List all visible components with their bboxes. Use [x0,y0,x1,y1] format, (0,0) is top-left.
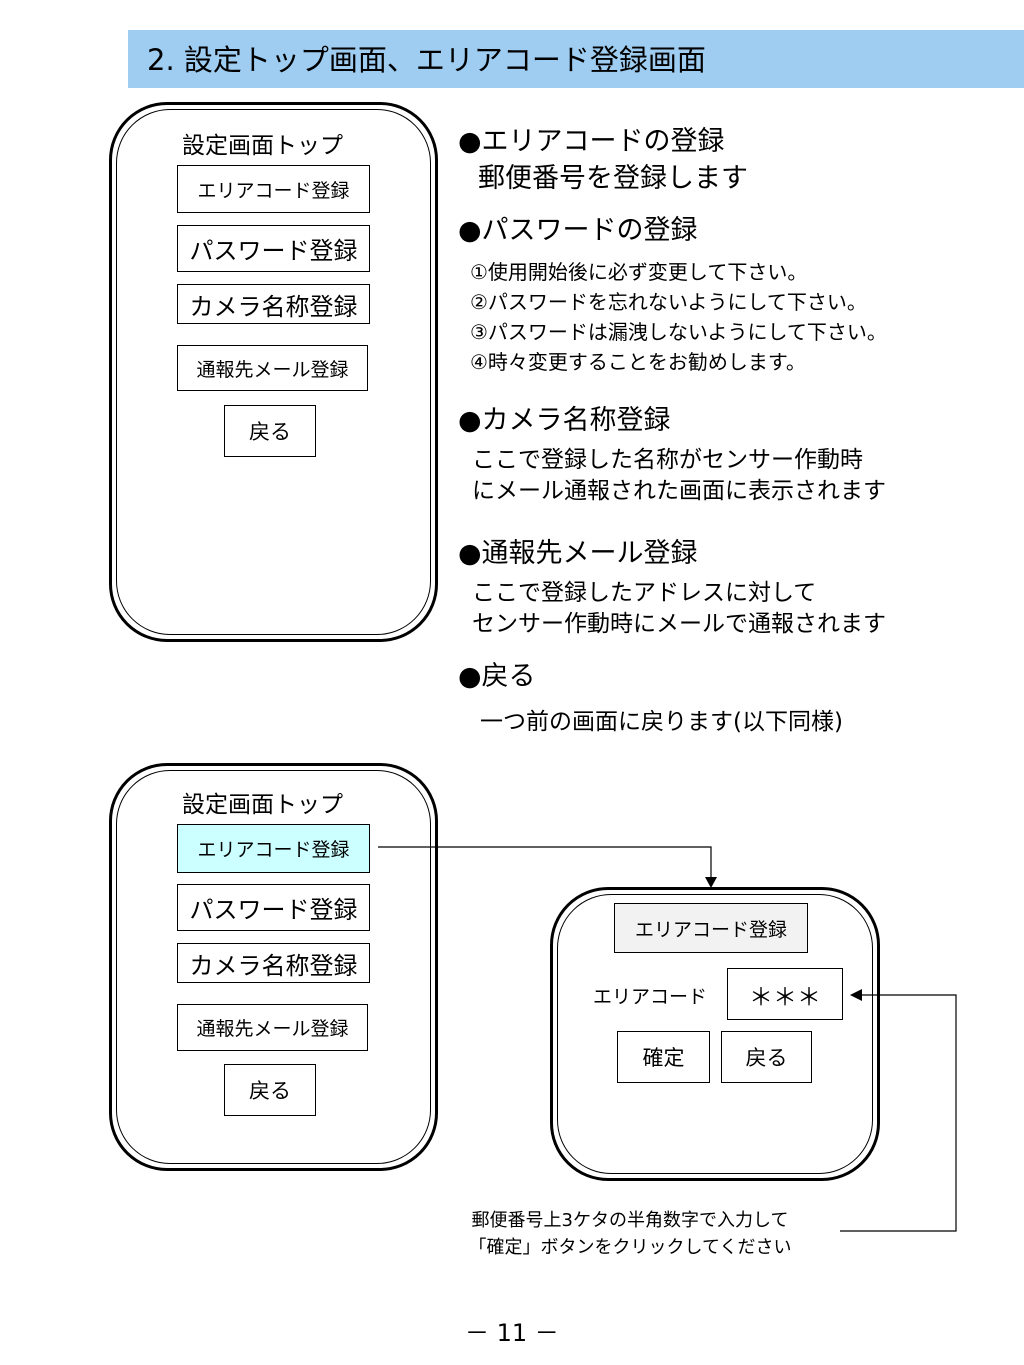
back-description: 一つ前の画面に戻ります(以下同様) [480,709,843,735]
screen-title: 設定画面トップ [182,133,343,159]
page-number: － 11 － [465,1319,559,1347]
area-code-description: 郵便番号を登録します [478,163,748,194]
instruction-note-2: 「確定」ボタンをクリックしてください [468,1237,792,1258]
password-heading: ●パスワードの登録 [458,215,698,246]
password-note-1: ①使用開始後に必ず変更して下さい。 [470,260,808,284]
back-heading: ●戻る [458,661,536,692]
confirm-button[interactable]: 確定 [617,1031,710,1083]
area-code-register-button[interactable]: エリアコード登録 [177,165,370,213]
area-code-label: エリアコード [593,986,708,1008]
back-button[interactable]: 戻る [224,1064,316,1116]
phone-mockup-area-code-register [550,887,880,1181]
arrow-from-note-to-input [840,994,957,1232]
instruction-note-1: 郵便番号上3ケタの半角数字で入力して [471,1210,789,1231]
notify-mail-register-button[interactable]: 通報先メール登録 [177,345,368,391]
camera-name-register-button[interactable]: カメラ名称登録 [177,284,370,324]
password-note-2: ②パスワードを忘れないようにして下さい。 [470,290,867,314]
area-code-heading: ●エリアコードの登録 [458,126,725,157]
notify-mail-description-2: センサー作動時にメールで通報されます [472,611,886,637]
password-note-4: ④時々変更することをお勧めします。 [470,350,806,374]
camera-name-description-2: にメール通報された画面に表示されます [472,478,886,504]
camera-name-description-1: ここで登録した名称がセンサー作動時 [472,447,863,473]
password-note-3: ③パスワードは漏洩しないようにして下さい。 [470,320,887,344]
notify-mail-description-1: ここで登録したアドレスに対して [472,580,817,606]
camera-name-register-button[interactable]: カメラ名称登録 [177,943,370,983]
arrow-to-area-code-screen [378,846,712,880]
area-code-register-button-highlighted[interactable]: エリアコード登録 [177,824,370,873]
phone-mockup-settings-top-selected [109,763,438,1171]
password-register-button[interactable]: パスワード登録 [177,225,370,272]
section-title: 2. 設定トップ画面、エリアコード登録画面 [147,43,706,77]
back-button[interactable]: 戻る [224,405,316,457]
area-code-input[interactable]: ＊＊＊ [727,968,843,1020]
arrow-head-down [705,877,717,888]
screen-title: 設定画面トップ [182,792,343,818]
back-button[interactable]: 戻る [721,1031,812,1083]
password-register-button[interactable]: パスワード登録 [177,884,370,931]
section-header-bar [128,30,1024,88]
area-code-register-title: エリアコード登録 [614,903,808,953]
arrow-head-left [850,989,862,1001]
camera-name-heading: ●カメラ名称登録 [458,405,671,436]
notify-mail-register-button[interactable]: 通報先メール登録 [177,1004,368,1051]
notify-mail-heading: ●通報先メール登録 [458,538,698,569]
phone-mockup-settings-top [109,102,438,642]
